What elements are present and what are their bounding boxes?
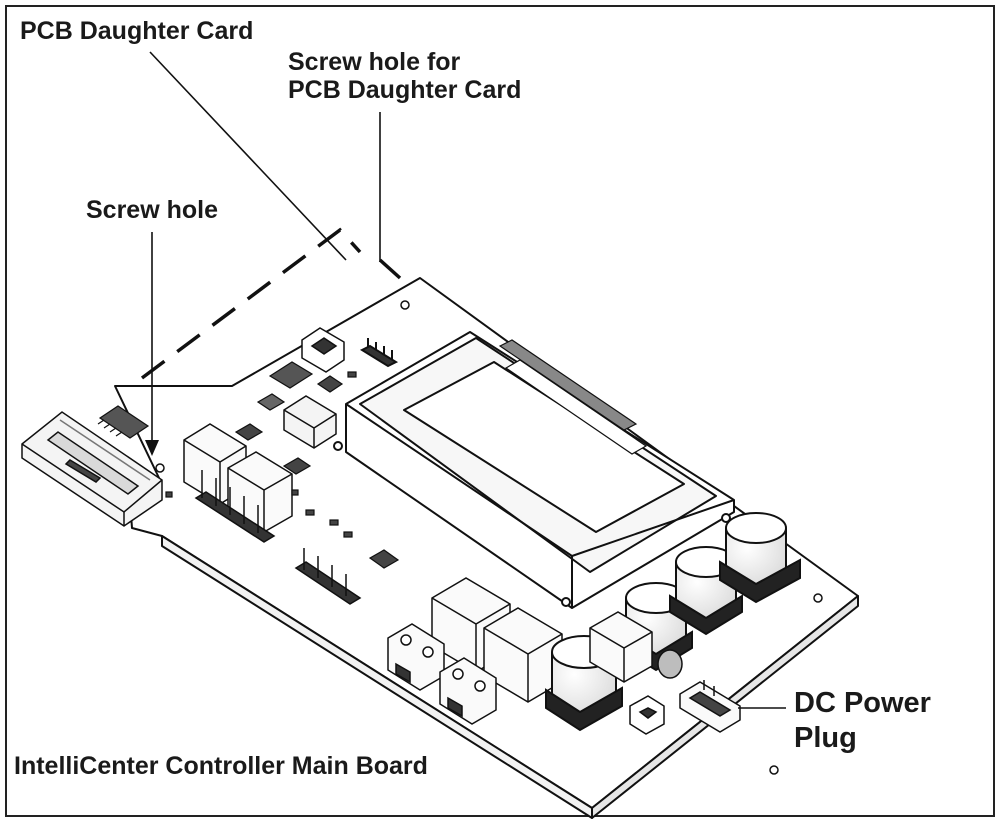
pin-header-center [294, 548, 362, 605]
lcd-pin-strip [498, 339, 648, 455]
pin-header-left [194, 470, 276, 543]
label-dc-power-line1: DC Power [794, 687, 931, 719]
edge-connector [21, 411, 163, 527]
leader-daughter-card [149, 51, 347, 261]
main-board-screw-holes [155, 300, 823, 775]
label-dc-power-plug: DC Power Plug [794, 686, 931, 756]
label-screw-hole: Screw hole [86, 196, 218, 224]
label-dc-power-line2: Plug [794, 721, 857, 754]
label-daughter-card-screw-hole-line2: PCB Daughter Card [288, 76, 522, 104]
capacitor-4 [719, 512, 801, 604]
lcd-display-module [333, 331, 735, 609]
dc-power-plug [679, 680, 741, 733]
header-connector-top [301, 327, 345, 373]
label-daughter-card-screw-hole-line1: Screw hole for [288, 48, 461, 76]
filter-inductor [589, 611, 653, 683]
daughter-card-outline [140, 227, 362, 380]
label-main-board: IntelliCenter Controller Main Board [14, 752, 428, 780]
terminal-block-2 [439, 657, 497, 725]
arrow-head-screw-hole [145, 440, 159, 456]
label-daughter-card-screw-hole: Screw hole for PCB Daughter Card [288, 48, 521, 104]
daughter-card-edge [378, 258, 402, 280]
label-pcb-daughter-card: PCB Daughter Card [20, 17, 254, 45]
leader-lines [149, 51, 786, 709]
transformer [283, 395, 337, 449]
ic-chip-left [97, 405, 150, 439]
pin-header-top [359, 338, 399, 368]
figure-frame [5, 5, 995, 817]
varistor [657, 649, 683, 679]
small-connector [629, 695, 665, 735]
small-components [165, 361, 400, 569]
